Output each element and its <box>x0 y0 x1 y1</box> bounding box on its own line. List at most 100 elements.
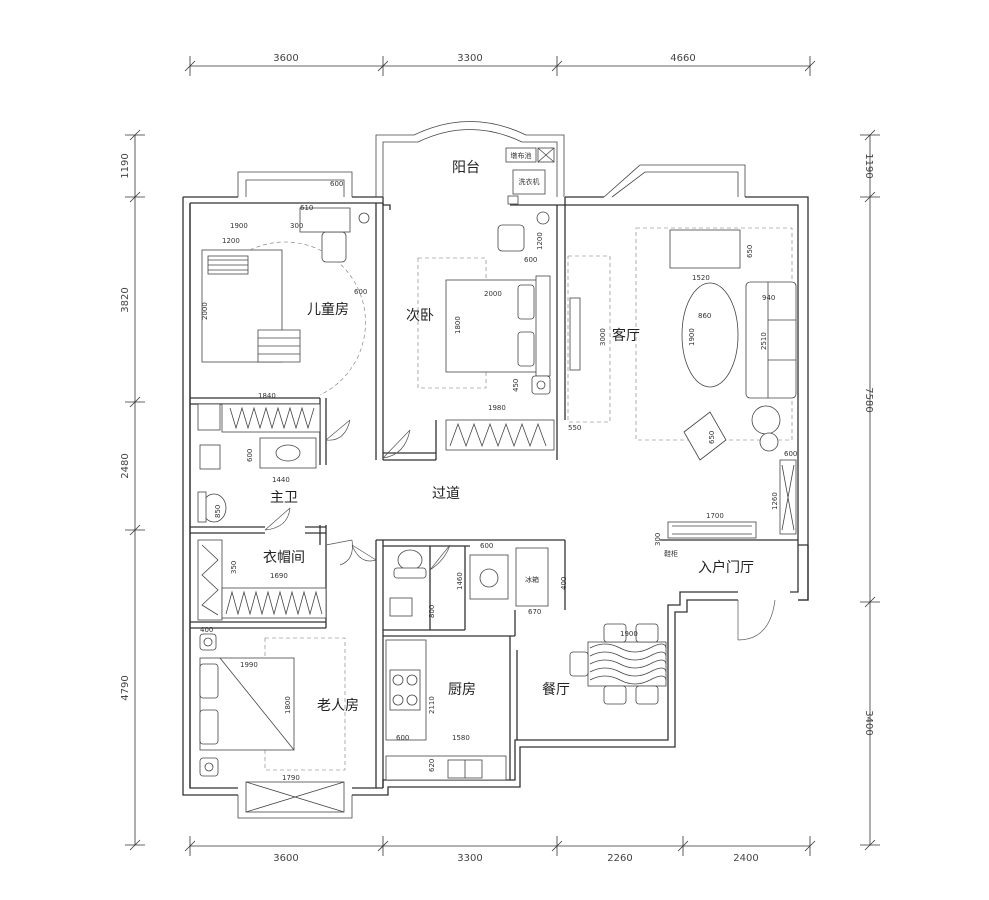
pillow <box>199 663 219 699</box>
burner-icon <box>392 694 404 706</box>
living-room-label: 客厅 <box>612 327 640 344</box>
living-room: 客厅 650 1520 940 860 1900 2510 3000 550 6… <box>567 227 797 558</box>
burner-icon <box>406 694 418 706</box>
balcony-elderly <box>237 781 353 819</box>
dim-top-3: 4660 <box>670 53 695 64</box>
balcony-child <box>237 171 353 197</box>
cloakroom: 衣帽间 1690 350 <box>197 539 327 621</box>
shoe-cabinet-label: 鞋柜 <box>664 549 678 558</box>
dim-right-1: 1190 <box>863 153 874 178</box>
dim-bath-d: 850 <box>214 505 222 518</box>
dimension-right: 1190 7580 3400 <box>860 129 880 851</box>
burner-icon <box>392 674 404 686</box>
elderly-room-label: 老人房 <box>317 698 359 714</box>
dim-second-a: 1200 <box>536 232 544 250</box>
sofa <box>745 281 797 399</box>
dim-right-3: 3400 <box>863 710 874 735</box>
child-room: 儿童房 600 610 300 1900 1200 2000 600 <box>201 180 370 396</box>
kitchen-label: 厨房 <box>448 682 476 698</box>
door-bath <box>264 507 291 531</box>
dim-wc-d: 670 <box>528 608 541 616</box>
dim-second-f: 1980 <box>488 404 506 412</box>
dim-elder-a: 400 <box>200 626 213 634</box>
cloakroom-label: 衣帽间 <box>263 550 305 566</box>
elderly-room: 老人房 400 1990 1800 1790 <box>199 626 359 782</box>
door-elderly <box>351 544 377 562</box>
chair <box>569 651 589 677</box>
coffee-table <box>681 282 739 388</box>
balcony-label: 阳台 <box>452 160 480 176</box>
wardrobe <box>445 419 555 451</box>
floor-drain <box>389 597 413 617</box>
dim-left-3: 2480 <box>120 453 131 478</box>
dim-living-d: 860 <box>698 312 711 320</box>
counter-bottom <box>385 755 507 781</box>
chair <box>635 685 659 705</box>
dimension-left: 1190 3820 2480 4790 <box>120 129 145 851</box>
dim-bath-a: 1840 <box>258 392 276 400</box>
console <box>667 521 757 539</box>
dim-right-2: 7580 <box>863 387 874 412</box>
fridge <box>515 547 549 607</box>
dim-top-1: 3600 <box>273 53 298 64</box>
door-cloak <box>325 539 353 566</box>
dim-dining-a: 1900 <box>620 630 638 638</box>
dim-living-k: 1260 <box>771 492 779 510</box>
second-bedroom-label: 次卧 <box>406 308 434 324</box>
cabinet <box>221 403 321 433</box>
door-child <box>325 419 351 441</box>
children-room-label: 儿童房 <box>307 301 349 318</box>
basin-icon <box>479 568 499 588</box>
entry-hall-label: 入户门厅 <box>698 559 754 576</box>
dim-bottom-3: 2260 <box>607 853 632 864</box>
chair <box>603 623 627 643</box>
dim-cloak-a: 1690 <box>270 572 288 580</box>
dim-living-f: 2510 <box>760 332 768 350</box>
lamp-icon <box>536 211 550 225</box>
mop-sink <box>505 147 537 163</box>
guest-wc: 冰箱 600 1460 800 670 400 <box>389 542 568 618</box>
lamp-icon <box>358 212 370 224</box>
dim-second-e: 450 <box>512 379 520 392</box>
dim-wc-e: 400 <box>560 577 568 590</box>
door-second <box>382 429 411 459</box>
dim-bottom-2: 3300 <box>457 853 482 864</box>
master-bath: 主卫 1840 600 1440 850 <box>197 392 321 523</box>
side-table <box>751 405 781 435</box>
desk <box>299 207 351 233</box>
dim-living-m: 300 <box>654 533 662 546</box>
basin-icon <box>275 444 301 462</box>
second-bedroom: 次卧 1200 600 2000 1800 450 1980 <box>406 211 555 451</box>
pillow <box>517 331 535 367</box>
dim-child-b: 610 <box>300 204 313 212</box>
dim-left-4: 4790 <box>120 675 131 700</box>
exterior-walls <box>182 196 809 796</box>
dim-bottom-1: 3600 <box>273 853 298 864</box>
dim-left-2: 3820 <box>120 287 131 312</box>
pillow <box>517 284 535 320</box>
toilet-icon <box>397 549 423 571</box>
dim-second-d: 1800 <box>454 316 462 334</box>
doors <box>264 419 776 641</box>
dim-top-2: 3300 <box>457 53 482 64</box>
dining-label: 餐厅 <box>542 682 570 698</box>
dim-living-h: 550 <box>568 424 581 432</box>
dim-elder-c: 1800 <box>284 696 292 714</box>
chair <box>603 685 627 705</box>
dim-wc-b: 1460 <box>456 572 464 590</box>
dim-elder-b: 1990 <box>240 661 258 669</box>
dim-cloak-b: 350 <box>230 561 238 574</box>
headboard <box>535 275 551 377</box>
side-sofa <box>669 229 741 269</box>
dim-bath-b: 600 <box>246 449 254 462</box>
pillow <box>199 709 219 745</box>
chair <box>321 231 347 263</box>
dim-child-e: 1200 <box>222 237 240 245</box>
master-bath-label: 主卫 <box>270 490 298 506</box>
chair <box>497 224 525 252</box>
dim-left-1: 1190 <box>120 153 131 178</box>
dining-table <box>587 641 667 687</box>
dim-living-c: 940 <box>762 294 775 302</box>
dim-child-c: 300 <box>290 222 303 230</box>
